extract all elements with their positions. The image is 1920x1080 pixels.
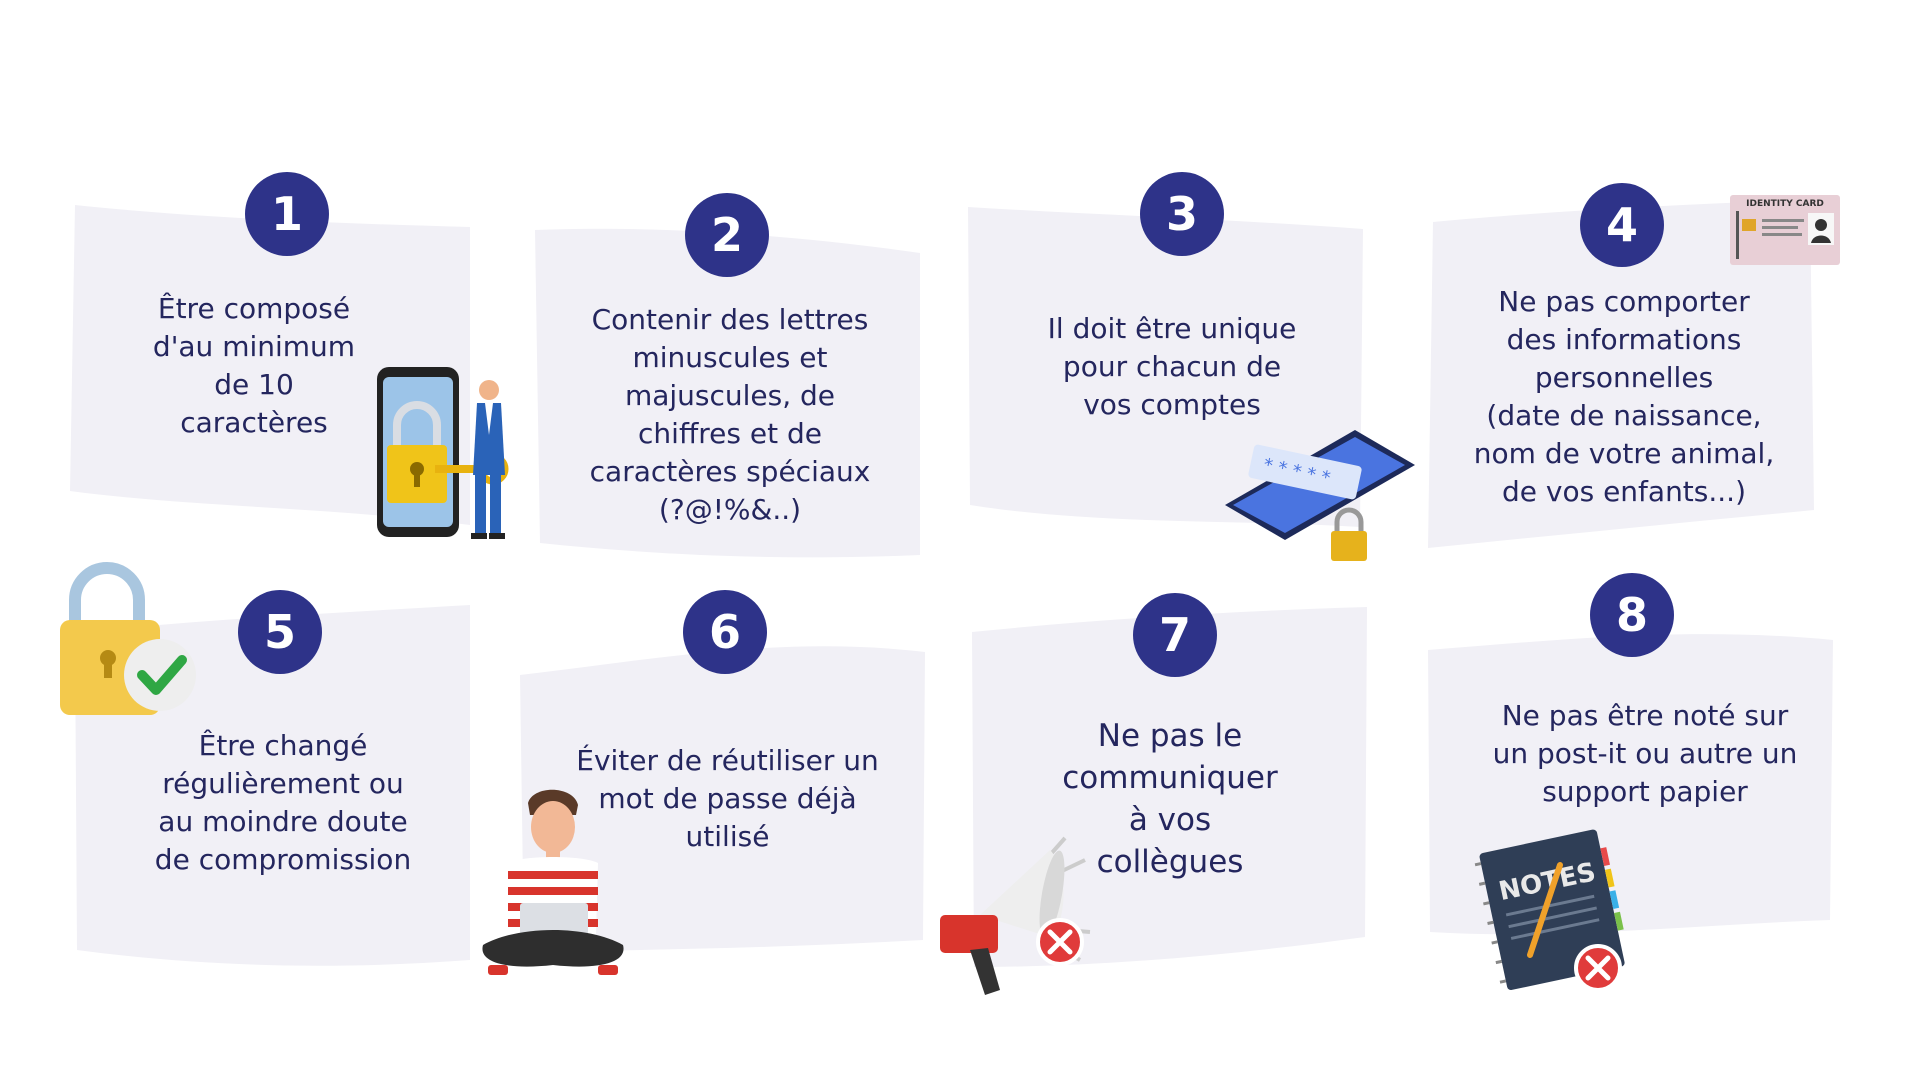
card-6-background <box>520 646 925 952</box>
notebook-cross-icon: NOTES <box>1474 829 1625 992</box>
step-4-badge: 4 <box>1580 183 1664 267</box>
phone-padlock-key-man-icon <box>377 367 509 539</box>
identity-card-icon: IDENTITY CARD <box>1730 195 1840 265</box>
person-laptop-icon <box>482 789 624 975</box>
card-1-background <box>70 205 470 525</box>
svg-text:IDENTITY CARD: IDENTITY CARD <box>1746 199 1824 209</box>
megaphone-cross-icon <box>940 836 1091 995</box>
padlock-check-icon <box>60 562 196 715</box>
step-2-badge: 2 <box>685 193 769 277</box>
step-5-badge: 5 <box>238 590 322 674</box>
card-4-background <box>1428 200 1814 548</box>
step-8-badge: 8 <box>1590 573 1674 657</box>
card-2-background <box>535 228 920 558</box>
step-3-badge: 3 <box>1140 172 1224 256</box>
step-7-badge: 7 <box>1133 593 1217 677</box>
card-7-background <box>972 607 1367 967</box>
step-1-badge: 1 <box>245 172 329 256</box>
phone-password-lock-icon: * * * * * <box>1225 430 1415 561</box>
step-6-badge: 6 <box>683 590 767 674</box>
